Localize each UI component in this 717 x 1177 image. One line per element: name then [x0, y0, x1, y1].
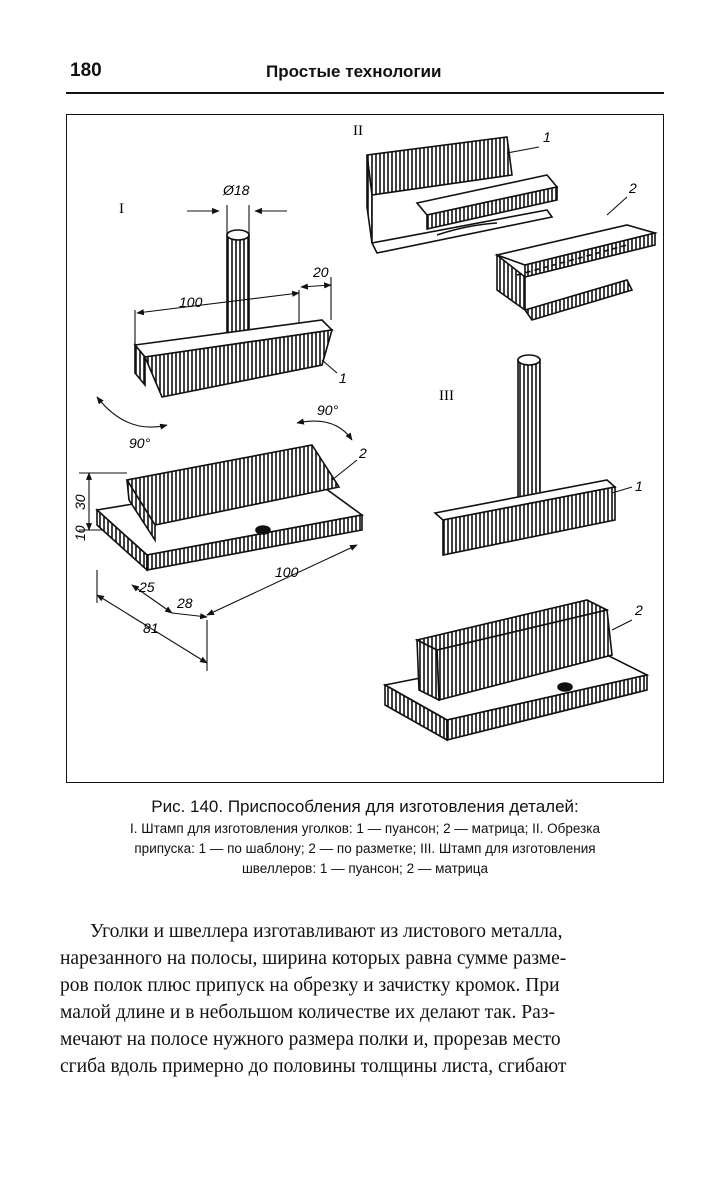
- caption-title: Рис. 140. Приспособления для изготовлени…: [151, 797, 579, 816]
- dim-90-right: 90°: [317, 402, 339, 418]
- running-title: Простые технологии: [266, 62, 442, 81]
- dim-90-left: 90°: [129, 435, 151, 451]
- channel-die: [382, 599, 650, 742]
- dim-diameter: Ø18: [222, 182, 250, 198]
- label-part-1-iii: 1: [635, 478, 643, 494]
- page-number: 180: [70, 60, 102, 81]
- punch-dimensions: [96, 205, 353, 441]
- dim-30: 30: [72, 494, 88, 510]
- body-text: Уголки и швеллера изготавливают из листо…: [60, 918, 662, 1080]
- label-part-2-i: 2: [358, 445, 367, 461]
- trimming-tool-marking: [494, 224, 659, 321]
- trimming-tool-template: [366, 136, 559, 254]
- figure-140: I II III Ø18 20 100 90° 90° 10 30 25 28 …: [66, 114, 664, 783]
- part-leaders: [321, 146, 633, 631]
- label-part-1-ii: 1: [543, 129, 551, 145]
- page-header: 180 Простые технологии: [66, 56, 664, 94]
- punch-assembly: [133, 229, 334, 398]
- label-part-1-i: 1: [339, 370, 347, 386]
- label-part-2-iii: 2: [634, 602, 643, 618]
- paragraph-line: нарезанного на полосы, ширина которых ра…: [60, 948, 567, 969]
- dim-100-top: 100: [179, 294, 203, 310]
- caption-line: припуска: 1 — по шаблону; 2 — по разметк…: [134, 841, 596, 856]
- label-section-3: III: [439, 388, 454, 404]
- die-assembly: [95, 444, 364, 572]
- figure-caption: Рис. 140. Приспособления для изготовлени…: [60, 797, 670, 879]
- paragraph-line: мечают на полосе нужного размера полки и…: [60, 1029, 561, 1050]
- paragraph-line: Уголки и швеллера изготавливают из листо…: [90, 921, 563, 942]
- caption-body: I. Штамп для изготовления уголков: 1 — п…: [60, 819, 670, 879]
- channel-punch: [433, 354, 617, 556]
- dim-28: 28: [176, 595, 193, 611]
- caption-line: I. Штамп для изготовления уголков: 1 — п…: [129, 821, 601, 836]
- caption-line: швеллеров: 1 — пуансон; 2 — матрица: [241, 861, 489, 876]
- paragraph-line: сгиба вдоль примерно до половины толщины…: [60, 1056, 567, 1077]
- label-section-1: I: [119, 201, 124, 217]
- dim-20: 20: [312, 264, 329, 280]
- dim-25: 25: [138, 579, 155, 595]
- label-part-2-ii: 2: [628, 180, 637, 196]
- dim-10: 10: [72, 525, 88, 541]
- paragraph-line: малой длине и в небольшом количестве их …: [60, 1002, 555, 1023]
- die-dimensions: [79, 472, 358, 671]
- label-section-2: II: [353, 123, 363, 139]
- dim-100-base: 100: [275, 564, 299, 580]
- dim-81: 81: [143, 620, 159, 636]
- paragraph-line: ров полок плюс припуск на обрезку и зачи…: [60, 975, 560, 996]
- figure-drawing: I II III Ø18 20 100 90° 90° 10 30 25 28 …: [72, 123, 659, 742]
